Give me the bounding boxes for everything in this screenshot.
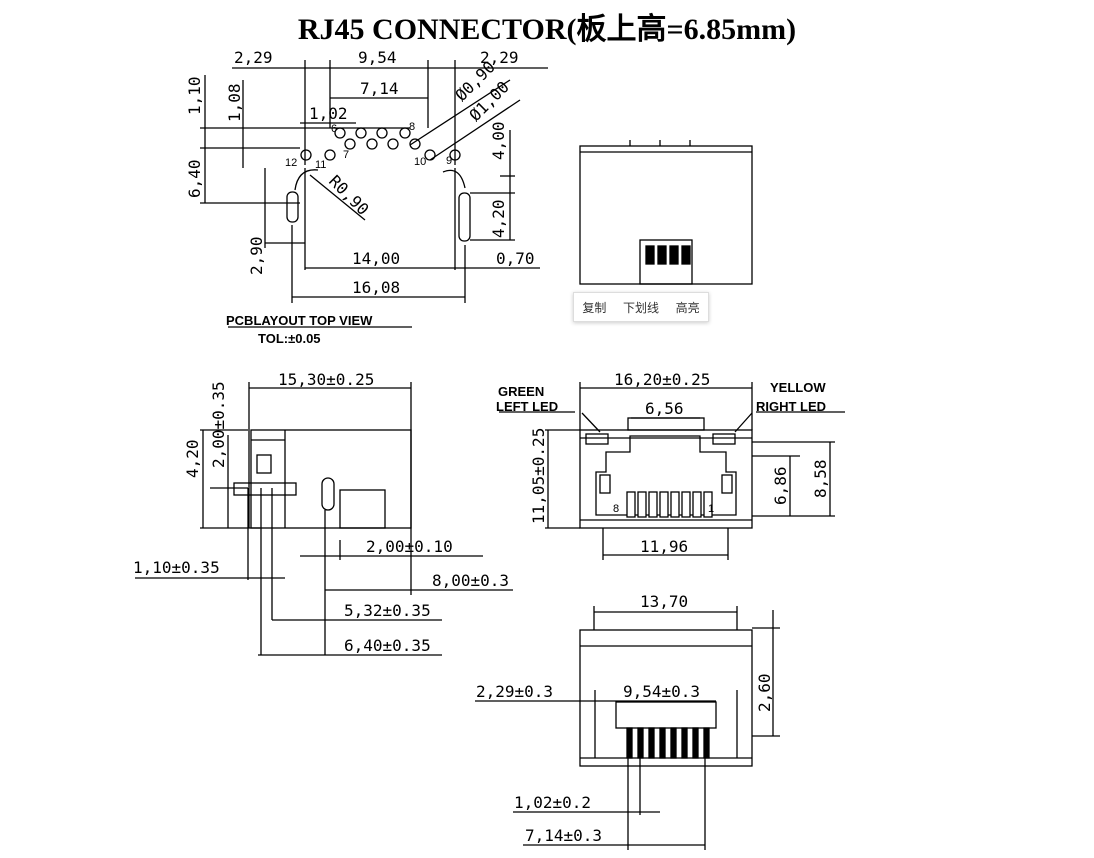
- side-dim-2: 2,00±0.10: [366, 537, 453, 556]
- pin-label-6: 6: [331, 123, 337, 135]
- pin-label-10: 10: [414, 156, 426, 168]
- yellow-sub-label: RIGHT LED: [756, 399, 826, 414]
- page-title: RJ45 CONNECTOR(板上高=6.85mm): [297, 13, 797, 46]
- front-dim-858: 8,58: [811, 459, 830, 498]
- side-dim-pin-offset: 1,10±0.35: [133, 558, 220, 577]
- bottom-dim-pitch: 1,02±0.2: [514, 793, 591, 812]
- dim-inner-width: 14,00: [352, 249, 400, 268]
- front-dim-bottom: 11,96: [640, 537, 688, 556]
- copy-menu-item[interactable]: 复制: [582, 300, 607, 315]
- dim-radius: R0,90: [325, 171, 372, 218]
- highlight-menu-item[interactable]: 高亮: [675, 300, 700, 315]
- underline-menu-item[interactable]: 下划线: [622, 300, 659, 315]
- bottom-dim-width: 13,70: [640, 592, 688, 611]
- yellow-label: YELLOW: [770, 380, 826, 395]
- front-dim-686: 6,86: [771, 466, 790, 505]
- pcb-tolerance: TOL:±0.05: [258, 331, 321, 346]
- pin-label-7: 7: [343, 149, 349, 161]
- side-dim-width: 15,30±0.25: [278, 370, 374, 389]
- dim-right-margin: 2,29: [480, 48, 519, 67]
- front-dim-width: 16,20±0.25: [614, 370, 710, 389]
- pin-label-11: 11: [315, 159, 326, 171]
- side-dim-h-step: 2,00±0.35: [209, 381, 228, 468]
- bottom-dim-span: 7,14±0.3: [525, 826, 602, 845]
- pin-label-8: 8: [409, 121, 415, 133]
- dim-h5: 4,20: [489, 199, 508, 238]
- side-dim-640: 6,40±0.35: [344, 636, 431, 655]
- front-dim-opening: 6,56: [645, 399, 684, 418]
- dim-outer-width: 16,08: [352, 278, 400, 297]
- pin-label-12: 12: [285, 157, 297, 169]
- side-dim-8: 8,00±0.3: [432, 571, 509, 590]
- dim-h2: 1,08: [225, 83, 244, 122]
- pcb-caption: PCBLAYOUT TOP VIEW: [226, 313, 373, 328]
- side-dim-h-total: 4,20: [183, 439, 202, 478]
- bottom-dim-left: 2,29±0.3: [476, 682, 553, 701]
- dim-side: 0,70: [496, 249, 535, 268]
- front-pin-mark-left: 8: [613, 503, 619, 515]
- context-menu: 复制 下划线 高亮: [573, 292, 709, 322]
- dim-h1: 1,10: [185, 76, 204, 115]
- dim-h6: 2,90: [247, 236, 266, 275]
- dim-h3: 6,40: [185, 159, 204, 198]
- bottom-dim-260: 2,60: [755, 673, 774, 712]
- front-pin-mark-right: 1: [708, 503, 714, 515]
- dim-pitch-small: 1,02: [309, 104, 348, 123]
- bottom-dim-center: 9,54±0.3: [623, 682, 700, 701]
- dim-left-margin: 2,29: [234, 48, 273, 67]
- dim-pitch-wide: 7,14: [360, 79, 399, 98]
- dim-center: 9,54: [358, 48, 397, 67]
- side-dim-532: 5,32±0.35: [344, 601, 431, 620]
- green-label: GREEN: [498, 384, 544, 399]
- front-dim-height: 11,05±0.25: [529, 428, 548, 524]
- green-sub-label: LEFT LED: [496, 399, 558, 414]
- pin-label-9: 9: [446, 155, 452, 167]
- dim-h4: 4,00: [489, 121, 508, 160]
